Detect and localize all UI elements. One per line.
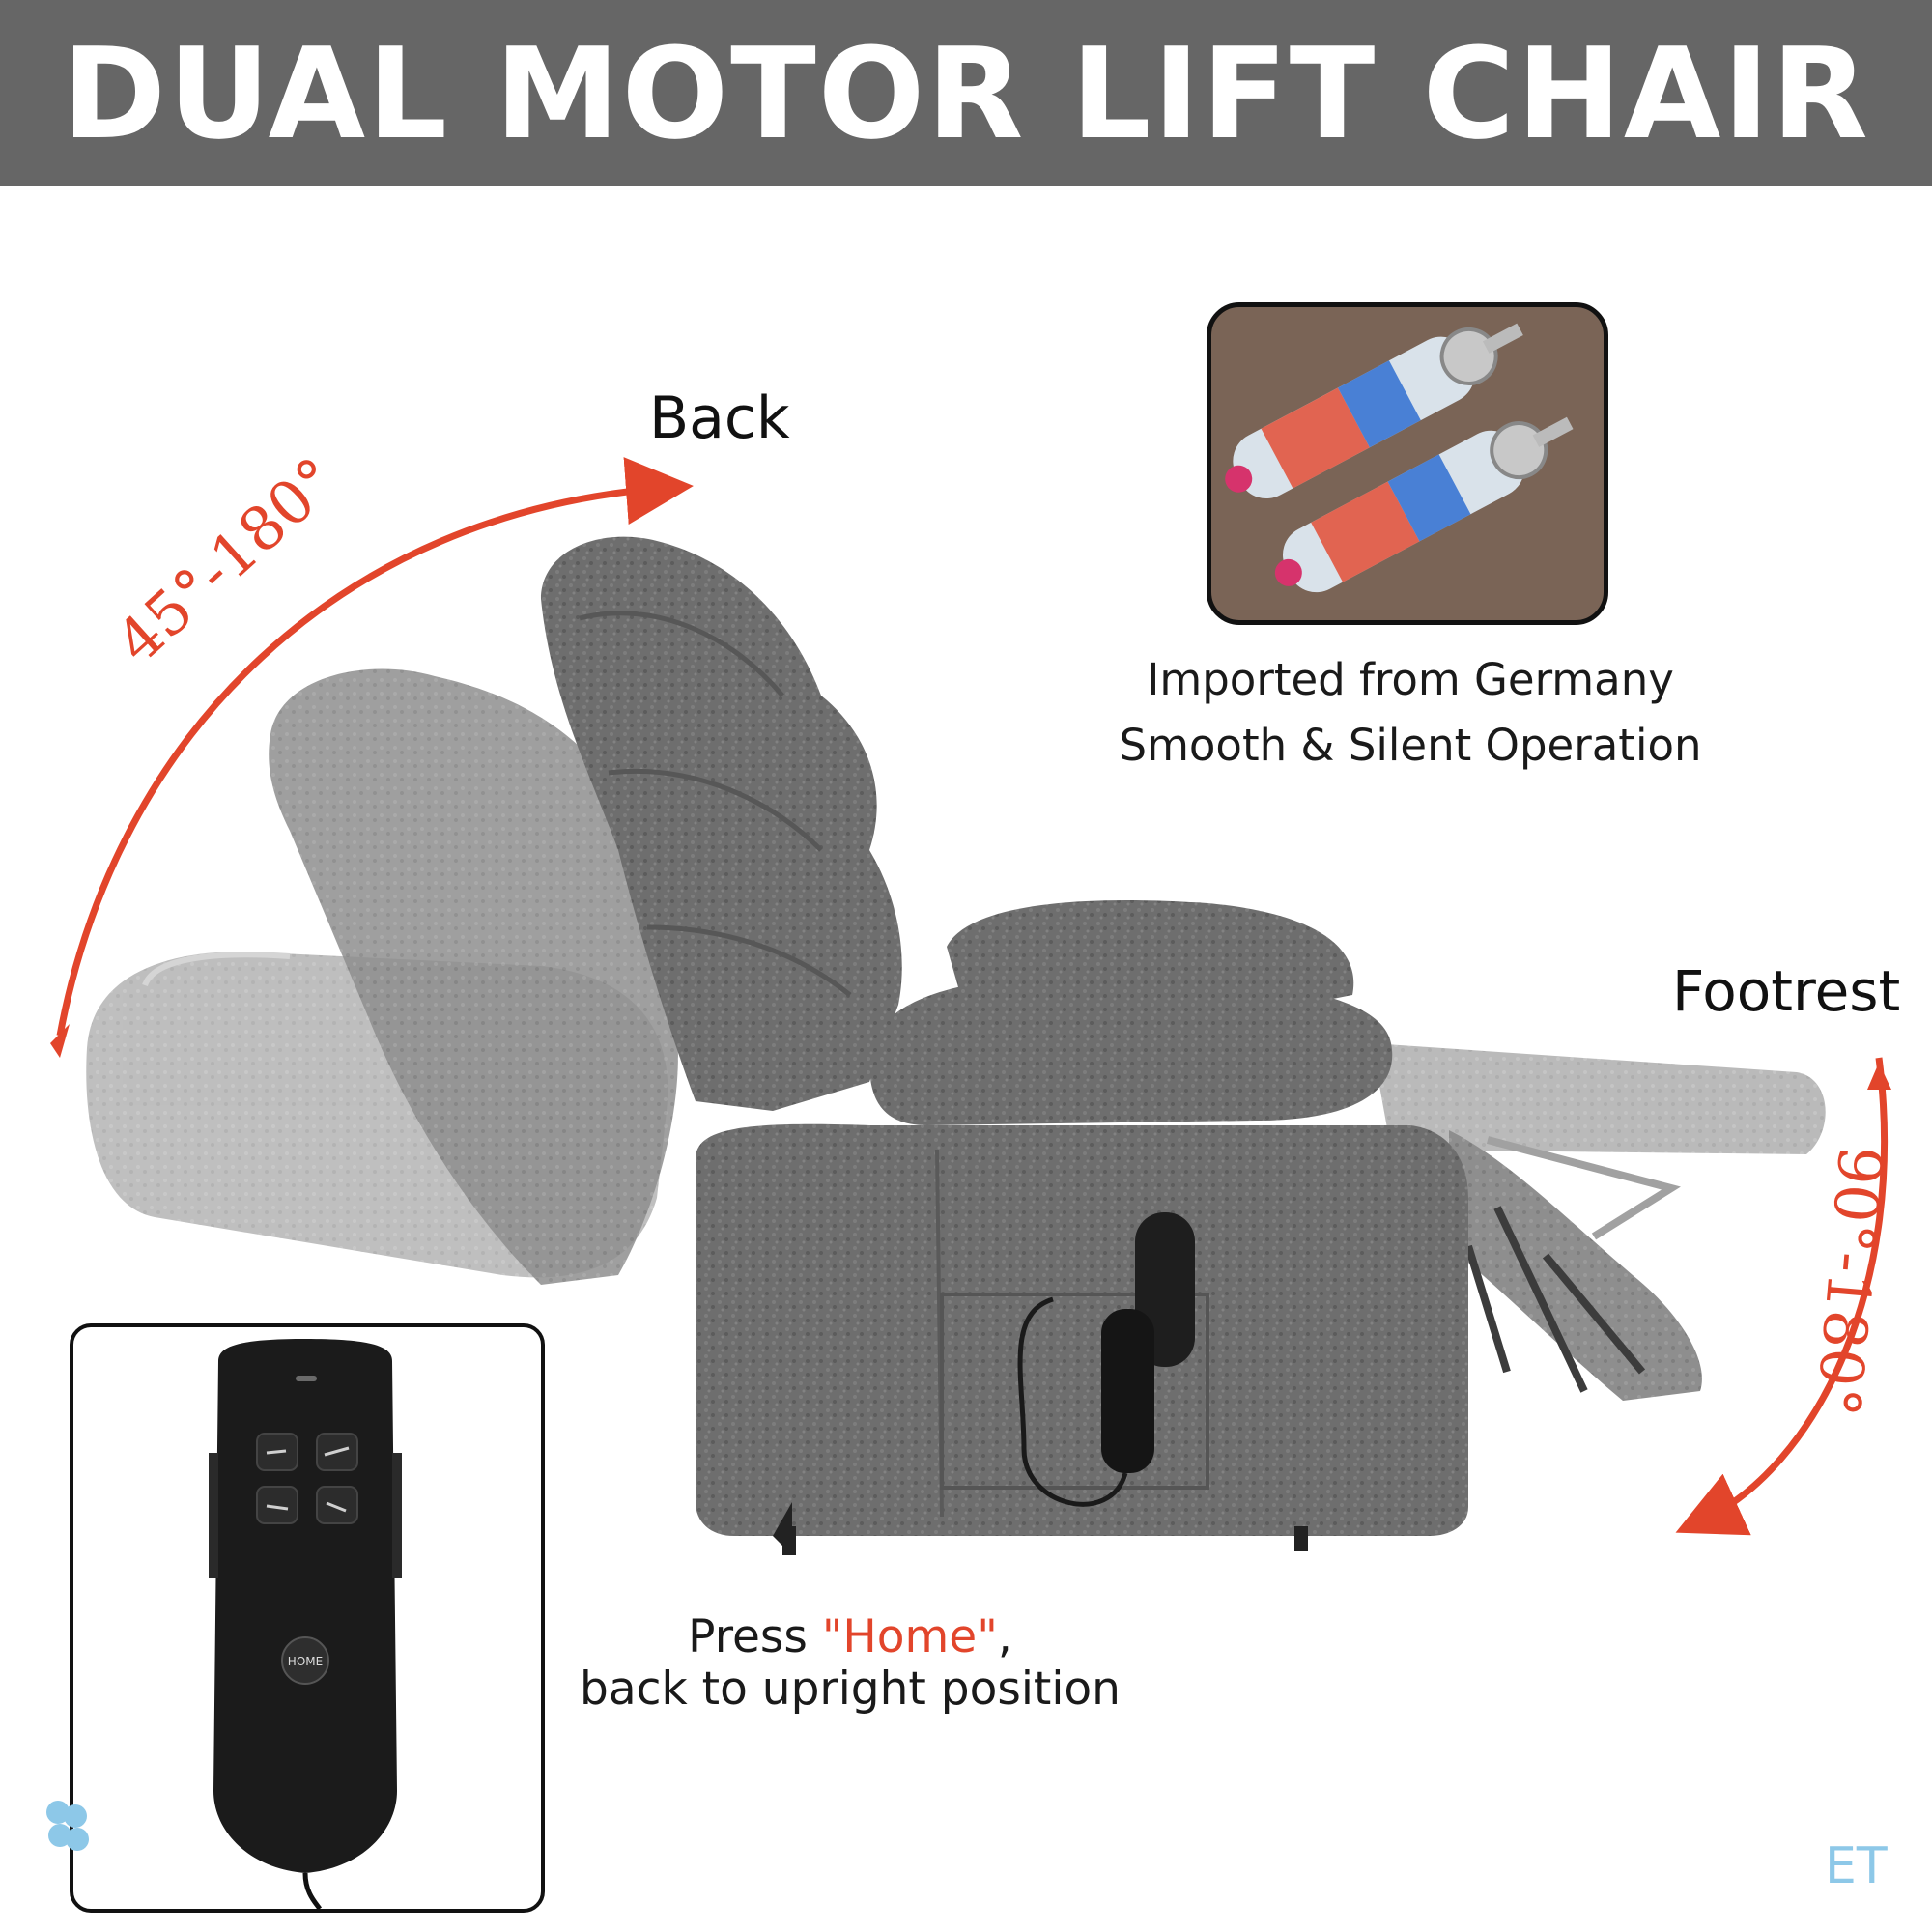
page-title: DUAL MOTOR LIFT CHAIR: [62, 19, 1870, 167]
home-instruction: Press "Home", back to upright position: [551, 1611, 1150, 1716]
back-arc-start-arrow-icon: [50, 1024, 70, 1058]
dual-motor-icon: [1225, 323, 1574, 593]
home-highlight: "Home": [821, 1610, 998, 1663]
back-angle-arc: [56, 457, 694, 1037]
footrest-arc-start-arrow-icon: [1867, 1063, 1891, 1090]
footrest-label: Footrest: [1672, 958, 1901, 1024]
back-label: Back: [649, 384, 790, 452]
home-instruction-line1: Press "Home",: [551, 1611, 1150, 1663]
remote-control-icon: HOME: [209, 1339, 402, 1909]
footrest-ghost: [1372, 1043, 1826, 1240]
motor-caption-line1: Imported from Germany: [1147, 654, 1674, 705]
title-banner: DUAL MOTOR LIFT CHAIR: [0, 0, 1932, 186]
flower-icon: [46, 1801, 89, 1851]
remote-home-button-label: HOME: [288, 1655, 323, 1668]
back-angle-label: 45°-180°: [102, 443, 351, 677]
footrest-angle-arc: [1675, 1057, 1889, 1536]
chair-back: [541, 536, 902, 1111]
home-instruction-line2: back to upright position: [580, 1662, 1121, 1716]
footrest-mid: [1449, 1130, 1702, 1401]
footrest-angle-label: 90°-180°: [1803, 1144, 1896, 1419]
front-arm-pad: [869, 976, 1393, 1125]
home-prefix: Press: [688, 1610, 822, 1663]
watermark-text: ET: [1825, 1837, 1888, 1895]
remote-cord: [1017, 1296, 1128, 1507]
pocket-remote-2-icon: [1101, 1309, 1154, 1473]
motor-caption: Imported from Germany Smooth & Silent Op…: [1101, 647, 1719, 779]
home-suffix: ,: [997, 1610, 1012, 1663]
motor-inset: [1207, 302, 1608, 625]
mid-recline-back-ghost: [269, 668, 678, 1285]
motor-caption-line2: Smooth & Silent Operation: [1119, 720, 1702, 771]
remote-inset: HOME: [70, 1323, 545, 1913]
